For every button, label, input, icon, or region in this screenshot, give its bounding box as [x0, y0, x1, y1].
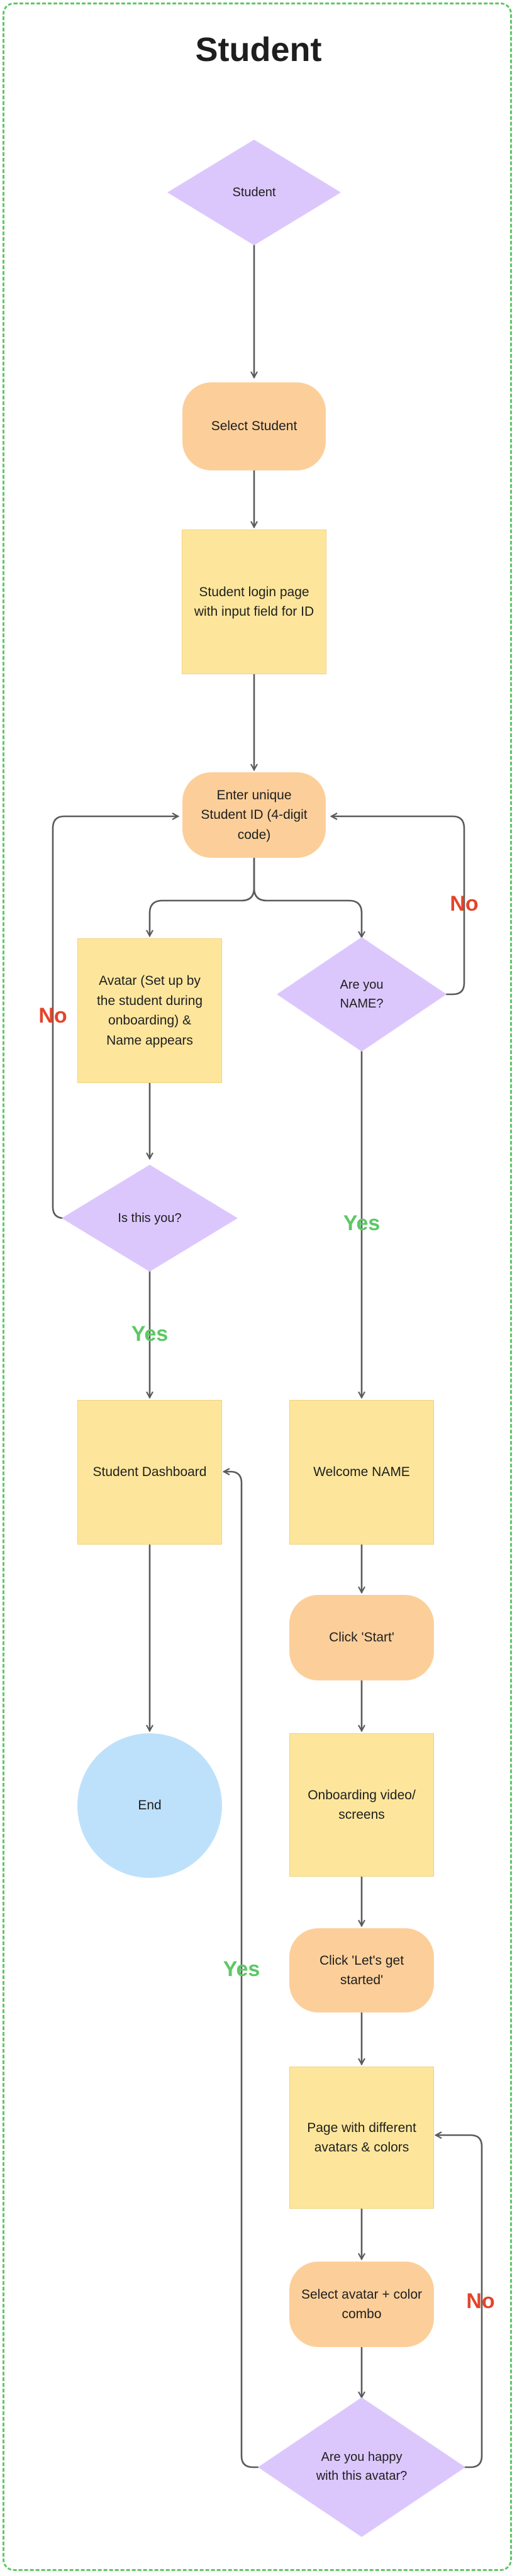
start-diamond	[167, 140, 341, 245]
are-you-name-diamond	[277, 937, 447, 1052]
no-label-is-this-you: No	[38, 1004, 67, 1028]
onboarding-video-node: Onboarding video/ screens	[289, 1733, 434, 1877]
is-this-you-node: Is this you?	[118, 1211, 182, 1225]
diagram-frame	[3, 3, 512, 2571]
lets-get-started-node: Click 'Let's get started'	[289, 1928, 434, 2012]
enter-id-node: Enter unique Student ID (4-digit code)	[182, 772, 326, 858]
welcome-name-node: Welcome NAME	[289, 1400, 434, 1545]
select-student-node: Select Student	[182, 382, 326, 470]
edge-happy-yes	[224, 1472, 259, 2468]
no-label-are-you-name: No	[450, 892, 479, 916]
avatar-name-node: Avatar (Set up by the student during onb…	[77, 938, 222, 1083]
edge-is-this-you-no	[52, 816, 178, 1219]
happy-with-avatar-node: Are you happy with this avatar?	[316, 2450, 408, 2483]
click-start-node: Click 'Start'	[289, 1595, 434, 1680]
are-you-name-node: Are you NAME?	[340, 978, 384, 1011]
avatars-page-node: Page with different avatars & colors	[289, 2067, 434, 2209]
no-label-happy: No	[466, 2289, 495, 2313]
yes-label-is-this-you: Yes	[131, 1322, 169, 1346]
happy-with-avatar-diamond	[258, 2397, 465, 2537]
yes-label-happy: Yes	[223, 1957, 260, 1981]
edge-enter-to-avatar	[150, 857, 255, 936]
start-node: Student	[232, 186, 276, 199]
login-page-node: Student login page with input field for …	[182, 530, 326, 674]
diagram-title: Student	[195, 31, 322, 69]
select-avatar-node: Select avatar + color combo	[289, 2262, 434, 2347]
edge-enter-to-are-you-name	[253, 857, 362, 937]
edge-are-you-name-no	[331, 816, 465, 996]
is-this-you-diamond	[62, 1165, 238, 1272]
end-node: End	[77, 1733, 222, 1878]
yes-label-are-you-name: Yes	[343, 1211, 381, 1235]
student-dashboard-node: Student Dashboard	[77, 1400, 222, 1545]
edge-happy-no	[436, 2135, 483, 2468]
